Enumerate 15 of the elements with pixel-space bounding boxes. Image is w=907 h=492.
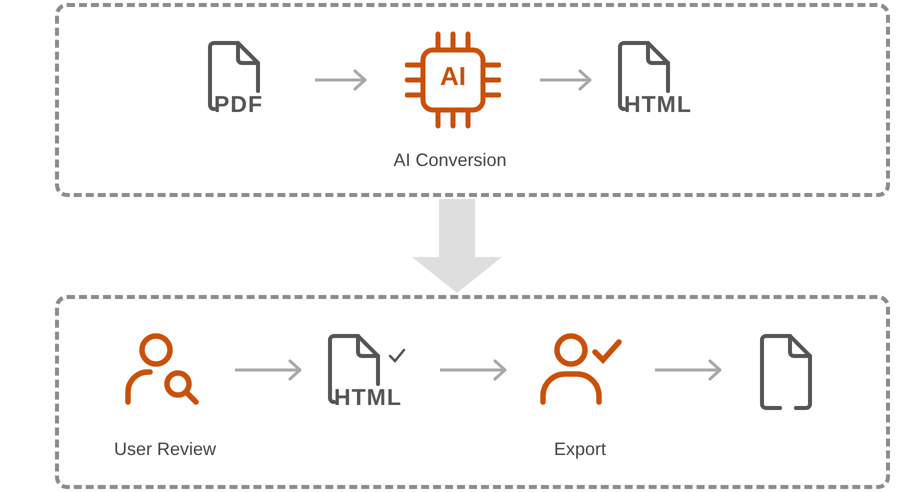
dashed-group-frame — [55, 295, 890, 489]
arrow — [655, 360, 722, 380]
arrow — [235, 360, 302, 380]
file-type-label: PDF — [214, 93, 263, 116]
file-type-label: HTML — [624, 93, 692, 116]
step-caption: User Review — [112, 438, 218, 461]
group-caption: AI Conversion — [392, 149, 508, 172]
dashed-group-frame — [55, 3, 890, 197]
chip-label: AI — [439, 63, 467, 89]
arrow — [540, 70, 592, 90]
file-type-label: HTML — [334, 386, 402, 409]
step-caption: Export — [552, 438, 608, 461]
arrow — [315, 70, 366, 90]
arrow — [440, 360, 506, 380]
block-arrow — [412, 199, 502, 293]
